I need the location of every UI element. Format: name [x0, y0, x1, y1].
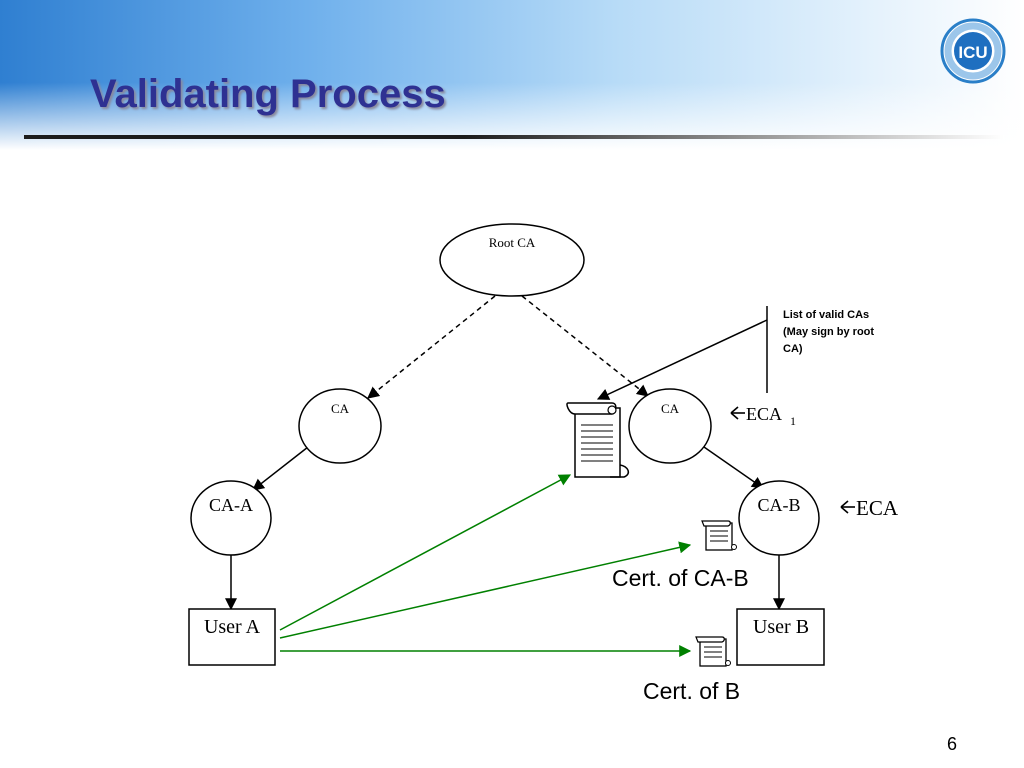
logo-text: ICU	[958, 43, 987, 62]
list-valid-cas-line1: List of valid CAs	[783, 309, 869, 321]
icu-logo: ICU	[940, 18, 1006, 84]
user-b-label: User B	[753, 616, 809, 638]
edge-root-to-ca-right	[521, 295, 649, 397]
title-underline	[24, 135, 464, 139]
ca-left-node	[298, 388, 382, 464]
ca-b-node	[738, 480, 820, 556]
title-underline-fade	[464, 135, 1004, 139]
user-b-node	[736, 608, 825, 666]
callout-arrow	[596, 319, 768, 400]
root-ca-node	[439, 223, 585, 297]
ca-list-scroll-icon	[566, 402, 630, 478]
cert-b-icon	[695, 636, 731, 667]
ca-right-node	[628, 388, 712, 464]
list-valid-cas-line2: (May sign by root	[783, 326, 874, 338]
slide-title: Validating Process	[90, 72, 446, 116]
header-fade	[0, 0, 1024, 150]
user-a-label: User A	[204, 616, 261, 638]
list-valid-cas-line3: CA)	[783, 343, 803, 355]
eca1-label: ECA 1	[730, 404, 796, 428]
ca-left-label: CA	[331, 401, 350, 416]
user-a-node	[188, 608, 276, 666]
root-ca-label: Root CA	[489, 235, 536, 250]
eca-text: ECA	[856, 496, 899, 520]
edge-ca-right-to-ca-b	[703, 446, 764, 489]
page-number: 6	[946, 734, 957, 754]
edge-root-to-ca-left	[367, 295, 496, 399]
cert-b-label: Cert. of B	[643, 678, 740, 704]
cert-ca-b-icon	[701, 520, 737, 551]
ca-right-label: CA	[661, 401, 680, 416]
ca-a-label: CA-A	[209, 495, 253, 515]
ca-b-label: CA-B	[757, 495, 800, 515]
ca-a-node	[190, 480, 272, 556]
eca1-text: ECA	[746, 404, 782, 424]
eca-label: ECA	[840, 496, 899, 520]
eca1-subscript: 1	[790, 414, 796, 428]
green-arrow-to-cert-ca-b	[279, 541, 692, 639]
green-arrow-to-ca-list	[279, 474, 572, 631]
cert-ca-b-label: Cert. of CA-B	[612, 565, 749, 591]
edge-ca-left-to-ca-a	[252, 446, 309, 491]
